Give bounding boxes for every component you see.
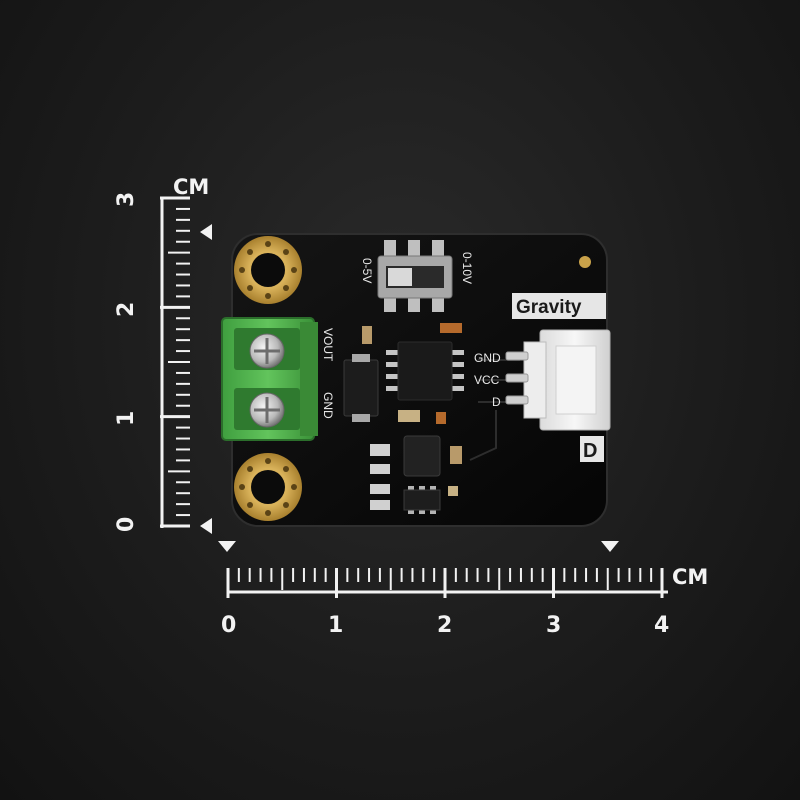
pin-label-vcc: VCC — [474, 373, 500, 387]
screw-terminal — [221, 317, 318, 441]
ruler-label-h4: 4 — [654, 613, 669, 638]
ruler-label-v3: 3 — [114, 192, 139, 207]
type-letter: D — [583, 440, 597, 462]
ruler-marker-left — [218, 541, 236, 552]
ruler-label-v2: 2 — [114, 302, 139, 317]
secondary-ic-chip — [403, 435, 441, 514]
switch-label-left: 0-5V — [360, 258, 374, 283]
ruler-label-h0: 0 — [221, 613, 236, 638]
voltage-regulator — [343, 354, 379, 422]
jst-connector — [505, 329, 611, 431]
type-badge-bg — [580, 436, 604, 462]
brand-label: Gravity — [516, 297, 582, 318]
terminal-label-gnd: GND — [321, 392, 335, 419]
ruler-marker-bottom — [200, 518, 212, 534]
ruler-label-v0: 0 — [114, 517, 139, 532]
led-indicator — [579, 256, 591, 268]
mounting-hole-bottom — [234, 453, 302, 521]
ruler-marker-right — [601, 541, 619, 552]
mounting-hole-top — [234, 236, 302, 304]
ruler-label-h1: 1 — [328, 613, 343, 638]
pin-label-gnd: GND — [474, 351, 501, 365]
ruler-unit-vertical: CM — [173, 175, 209, 199]
terminal-label-vout: VOUT — [321, 328, 335, 362]
ruler-label-h2: 2 — [437, 613, 452, 638]
pin-label-d: D — [492, 395, 501, 409]
ruler-label-h3: 3 — [546, 613, 561, 638]
ruler-unit-horizontal: CM — [672, 565, 708, 589]
passive-components — [362, 323, 462, 510]
main-ic-chip — [386, 341, 464, 401]
horizontal-ruler: CM 0 1 2 3 4 — [218, 541, 708, 638]
sensor-module: VOUT GND 0-5V 0-10V — [221, 233, 611, 527]
switch-label-right: 0-10V — [460, 252, 474, 284]
ruler-marker-top — [200, 224, 212, 240]
range-switch — [377, 240, 453, 312]
ruler-label-v1: 1 — [114, 411, 139, 426]
vertical-ruler: CM 3 2 1 0 — [114, 175, 212, 534]
gravity-label-bg — [512, 293, 606, 319]
